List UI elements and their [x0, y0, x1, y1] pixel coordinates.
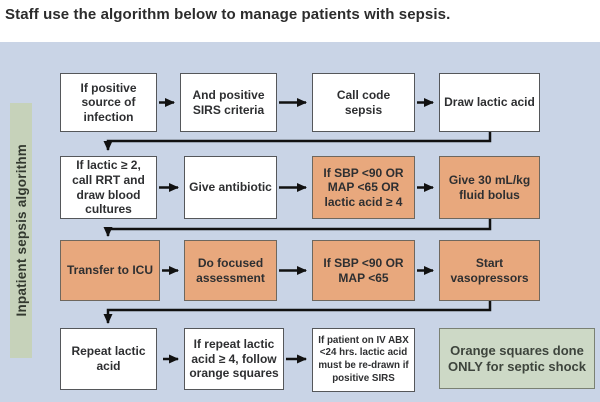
- flow-box-call-code-sepsis: Call code sepsis: [312, 73, 415, 132]
- flow-box-transfer-icu: Transfer to ICU: [60, 240, 160, 301]
- algorithm-sidebar-label: Inpatient sepsis algorithm: [13, 144, 29, 317]
- flow-box-positive-sirs-criteria: And positive SIRS criteria: [180, 73, 277, 132]
- page-title: Staff use the algorithm below to manage …: [5, 6, 451, 23]
- flow-box-sbp-map: If SBP <90 OR MAP <65: [312, 240, 415, 301]
- flow-box-positive-source-infection: If positive source of infection: [60, 73, 157, 132]
- flow-box-iv-abx-redraw: If patient on IV ABX <24 hrs. lactic aci…: [312, 328, 415, 392]
- algorithm-sidebar-strip: Inpatient sepsis algorithm: [10, 103, 32, 358]
- flow-box-give-antibiotic: Give antibiotic: [184, 156, 277, 219]
- flow-box-repeat-lactic-acid: Repeat lactic acid: [60, 328, 157, 390]
- flow-box-focused-assessment: Do focused assessment: [184, 240, 277, 301]
- flow-box-fluid-bolus: Give 30 mL/kg fluid bolus: [439, 156, 540, 219]
- flow-box-sbp-map-lactic: If SBP <90 OR MAP <65 OR lactic acid ≥ 4: [312, 156, 415, 219]
- flow-box-lactic-ge2-call-rrt: If lactic ≥ 2, call RRT and draw blood c…: [60, 156, 157, 219]
- flow-box-repeat-lactic-ge4: If repeat lactic acid ≥ 4, follow orange…: [184, 328, 284, 390]
- legend-note-septic-shock: Orange squares done ONLY for septic shoc…: [439, 328, 595, 389]
- flow-box-start-vasopressors: Start vasopressors: [439, 240, 540, 301]
- flow-box-draw-lactic-acid: Draw lactic acid: [439, 73, 540, 132]
